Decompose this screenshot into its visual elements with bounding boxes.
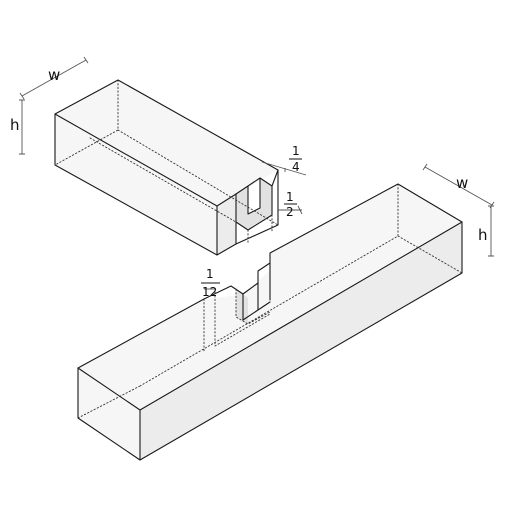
fraction-quarter-denominator: 4 bbox=[292, 160, 300, 174]
fraction-twelfth-denominator: 12 bbox=[202, 285, 217, 299]
fraction-half: 1 2 bbox=[278, 190, 303, 219]
lower-beam-hidden-edges bbox=[77, 183, 463, 419]
fraction-quarter: 1 4 bbox=[261, 144, 307, 176]
upper-beam-outline bbox=[54, 79, 279, 256]
lower-beam-tenon-edges bbox=[242, 262, 271, 321]
upper-beam bbox=[54, 79, 279, 256]
fraction-half-numerator: 1 bbox=[286, 190, 294, 204]
lower-height-label: h bbox=[478, 226, 488, 244]
upper-beam-hidden-edges bbox=[54, 79, 279, 245]
fraction-twelfth: 1 12 bbox=[201, 267, 220, 299]
fraction-half-denominator: 2 bbox=[286, 205, 294, 219]
upper-width-label: w bbox=[48, 66, 60, 84]
lower-beam bbox=[77, 183, 463, 461]
upper-beam-top-face bbox=[55, 80, 278, 206]
lower-beam-tenon-front bbox=[236, 289, 248, 324]
upper-beam-front-face bbox=[217, 194, 236, 255]
fraction-quarter-numerator: 1 bbox=[292, 144, 300, 158]
fraction-twelfth-numerator: 1 bbox=[206, 267, 214, 281]
upper-width-dimension: w bbox=[19, 56, 89, 100]
lower-width-label: w bbox=[456, 174, 468, 192]
lower-beam-right-face bbox=[140, 222, 462, 460]
lower-height-dimension: h bbox=[478, 205, 494, 257]
upper-beam-left-face bbox=[55, 114, 217, 255]
lower-beam-outline bbox=[77, 183, 463, 461]
lower-width-dimension: w bbox=[422, 163, 495, 209]
upper-height-label: h bbox=[10, 116, 20, 134]
upper-beam-slot-floor bbox=[236, 178, 272, 230]
lower-beam-left-face bbox=[78, 368, 140, 460]
upper-height-dimension: h bbox=[10, 99, 25, 155]
